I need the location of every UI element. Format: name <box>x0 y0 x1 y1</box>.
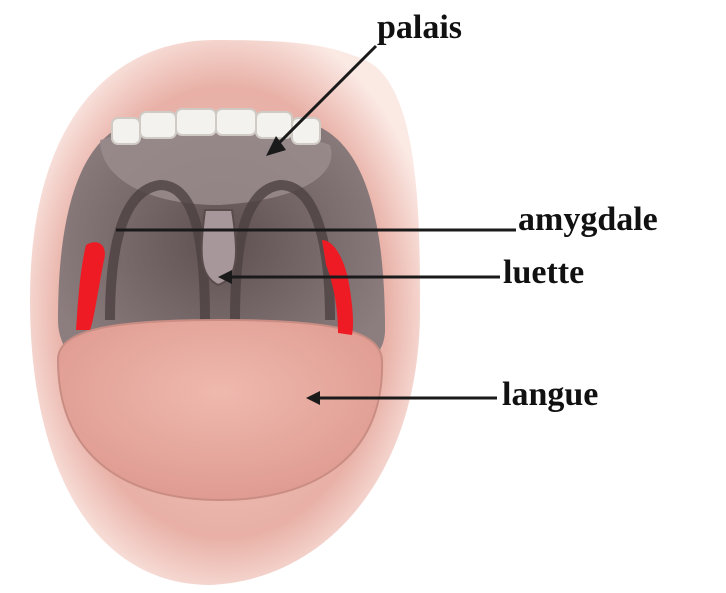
label-amygdale: amygdale <box>518 203 658 237</box>
label-palais: palais <box>377 11 462 45</box>
label-langue: langue <box>502 378 598 412</box>
label-luette: luette <box>503 256 584 290</box>
